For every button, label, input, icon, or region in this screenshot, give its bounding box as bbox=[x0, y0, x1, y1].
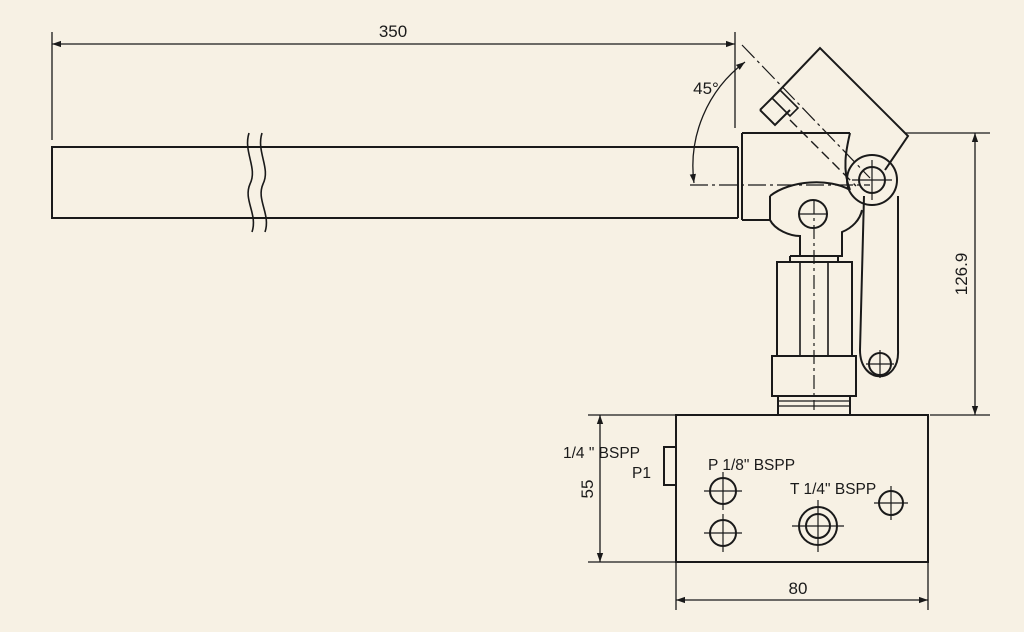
handle-tube-right bbox=[250, 146, 739, 219]
valve-block-body bbox=[675, 414, 929, 563]
extension-line bbox=[905, 132, 990, 416]
pump-body-upper bbox=[769, 181, 851, 197]
link-arm bbox=[858, 195, 900, 378]
dimension-lines bbox=[51, 32, 990, 610]
dimension-45-label: 45° bbox=[693, 79, 719, 98]
side-port-boss bbox=[663, 446, 677, 486]
extension-line bbox=[588, 414, 676, 563]
handle-break-mark bbox=[259, 132, 268, 233]
side-port-name-label: P1 bbox=[632, 465, 651, 482]
dimension-80-label: 80 bbox=[789, 579, 808, 598]
port-centerlines bbox=[704, 472, 908, 552]
handle-socket bbox=[741, 132, 850, 221]
valve-block bbox=[663, 414, 929, 563]
cylinder-nut bbox=[771, 355, 857, 397]
pump-head bbox=[690, 44, 910, 416]
pump-body bbox=[769, 209, 863, 257]
lever-slot bbox=[789, 119, 857, 187]
lever-box-detail bbox=[770, 88, 800, 118]
dimension-126-label: 126.9 bbox=[952, 253, 971, 296]
cylinder-flats bbox=[799, 262, 829, 356]
handle bbox=[51, 132, 739, 233]
cylinder-collar bbox=[789, 255, 839, 262]
centerline bbox=[866, 350, 894, 378]
pivot-boss bbox=[846, 154, 898, 206]
handle-tube-left bbox=[51, 146, 262, 219]
centerline bbox=[741, 44, 871, 179]
dimension-350-label: 350 bbox=[379, 22, 407, 41]
dimension-55-label: 55 bbox=[578, 480, 597, 499]
tank-port-label: T 1/4" BSPP bbox=[790, 481, 876, 498]
pump-body-curve bbox=[769, 132, 851, 220]
lever-box-inner bbox=[759, 91, 791, 127]
handle-break-mark bbox=[246, 132, 255, 233]
extension-line bbox=[51, 32, 736, 140]
centerline bbox=[852, 160, 892, 200]
lever-box bbox=[777, 46, 910, 171]
side-port-size-label: 1/4 " BSPP bbox=[563, 445, 640, 462]
pressure-port-label: P 1/8" BSPP bbox=[708, 457, 795, 474]
dimension-45-arc bbox=[689, 61, 746, 184]
